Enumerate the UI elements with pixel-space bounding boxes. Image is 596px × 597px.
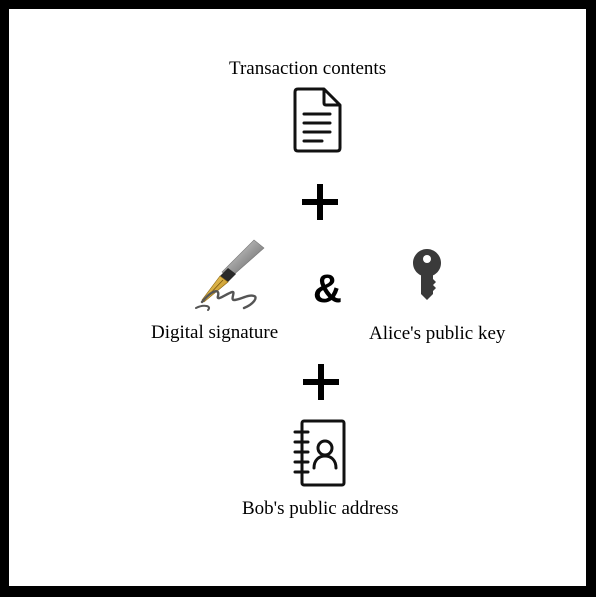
alices-public-key-label: Alice's public key	[369, 323, 506, 344]
digital-signature-label: Digital signature	[151, 322, 279, 343]
address-book-icon	[293, 419, 346, 487]
document-icon	[293, 87, 342, 153]
fountain-pen-icon	[195, 239, 265, 311]
ampersand-symbol: &	[313, 267, 342, 311]
transaction-contents-label: Transaction contents	[229, 58, 387, 79]
plus-icon	[303, 364, 339, 400]
bobs-public-address-label: Bob's public address	[242, 498, 399, 519]
key-icon	[413, 249, 441, 300]
plus-icon	[302, 184, 338, 220]
